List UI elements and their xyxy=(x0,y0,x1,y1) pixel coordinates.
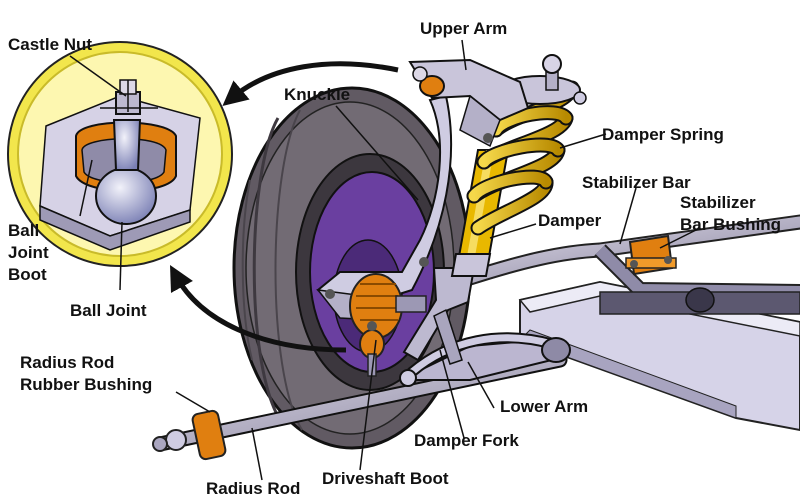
ball-joint-boot-label-line2: Joint xyxy=(8,243,49,262)
upper-arm-label: Upper Arm xyxy=(420,19,507,38)
stabilizer-bar-bushing-label-line1: Stabilizer xyxy=(680,193,756,212)
callout-arrows xyxy=(170,61,399,353)
knuckle-label: Knuckle xyxy=(284,85,350,104)
damper-fork-label: Damper Fork xyxy=(414,431,519,450)
chassis-frame xyxy=(518,280,800,432)
damper-label: Damper xyxy=(538,211,602,230)
ball-joint-label: Ball Joint xyxy=(70,301,147,320)
lower-arm-label: Lower Arm xyxy=(500,397,588,416)
lower-arm xyxy=(399,332,571,387)
lower-arrow xyxy=(170,265,347,353)
ball-joint-detail-inset xyxy=(7,41,233,267)
castle-nut-label: Castle Nut xyxy=(8,35,92,54)
damper-spring xyxy=(466,80,580,236)
leader-lines xyxy=(69,39,701,481)
ball-joint-boot-label-line3: Boot xyxy=(8,265,47,284)
labels: Castle Nut Ball Joint Boot Ball Joint Kn… xyxy=(8,19,781,496)
upper-arrow xyxy=(222,61,399,107)
damper-spring-label: Damper Spring xyxy=(602,125,724,144)
driveshaft-boot-label: Driveshaft Boot xyxy=(322,469,449,488)
damper-fork xyxy=(402,267,476,365)
stabilizer-bar-label: Stabilizer Bar xyxy=(582,173,691,192)
stabilizer-bar xyxy=(462,214,800,315)
stabilizer-bar-bushing-label-line2: Bar Bushing xyxy=(680,215,781,234)
radius-rod-rubber-bushing-label-line2: Rubber Bushing xyxy=(20,375,152,394)
stabilizer-bar-bushing xyxy=(625,234,677,276)
radius-rod-label: Radius Rod xyxy=(206,479,300,496)
upper-arm xyxy=(408,58,530,148)
ball-joint-boot-label-line1: Ball xyxy=(8,221,39,240)
radius-rod-rubber-bushing-label-line1: Radius Rod xyxy=(20,353,114,372)
